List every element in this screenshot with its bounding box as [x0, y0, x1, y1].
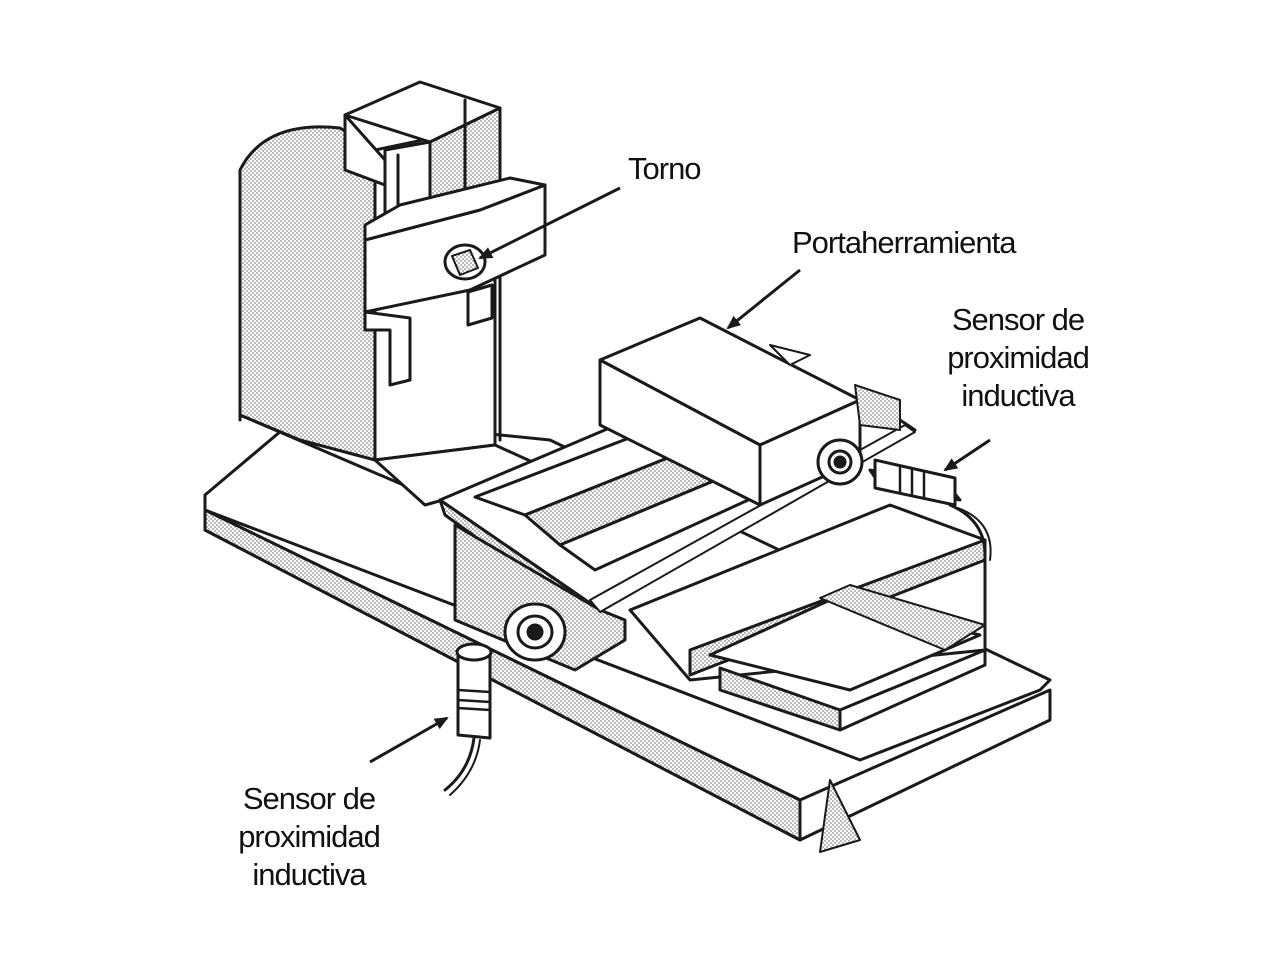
arrow-sensor-left [369, 716, 449, 764]
label-sensor-right-line2: proximidad [947, 340, 1090, 375]
handwheel-right [816, 438, 864, 486]
proximity-sensor-left [443, 642, 493, 796]
label-portaherramienta: Portaherramienta [792, 225, 1017, 260]
handwheel-front [503, 602, 567, 662]
label-sensor-left-line2: proximidad [238, 819, 381, 854]
label-sensor-right-line1: Sensor de [951, 302, 1085, 337]
spindle-block [363, 176, 547, 387]
label-sensor-left-line3: inductiva [252, 857, 366, 892]
cross-table [628, 503, 987, 732]
proximity-sensor-right [868, 458, 992, 561]
label-sensor-left-line1: Sensor de [242, 781, 376, 816]
label-sensor-left: Sensor de proximidad inductiva [214, 780, 404, 894]
arrow-sensor-right [943, 438, 991, 472]
label-sensor-right-line3: inductiva [961, 378, 1075, 413]
tool-holder [598, 316, 901, 507]
arrow-torno [478, 186, 621, 260]
arrow-portaherramienta [726, 268, 801, 330]
label-sensor-right: Sensor de proximidad inductiva [928, 301, 1108, 415]
label-torno: Torno [628, 151, 702, 186]
